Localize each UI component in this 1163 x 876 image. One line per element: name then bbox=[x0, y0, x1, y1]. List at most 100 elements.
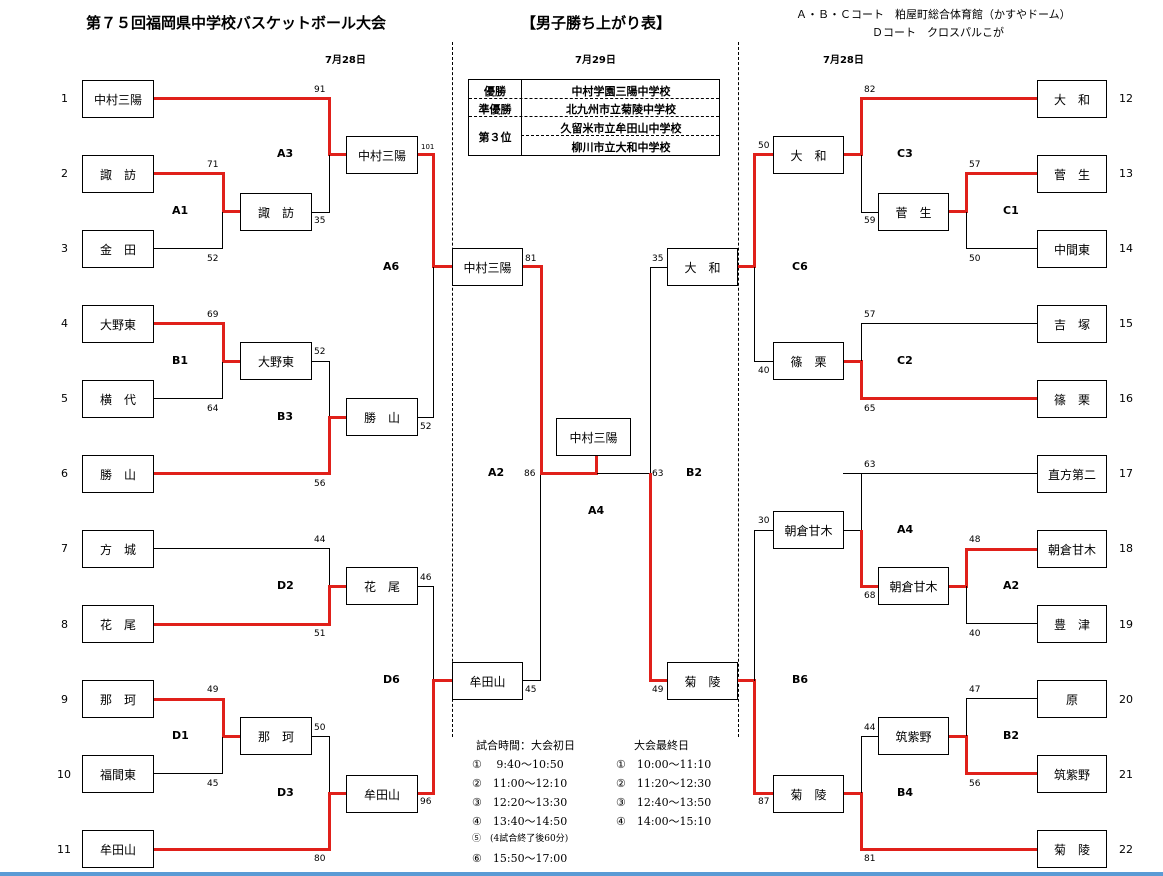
score: 35 bbox=[652, 254, 664, 264]
match-label-c2: C2 bbox=[897, 354, 913, 367]
result-label-third: 第３位 bbox=[478, 131, 512, 144]
score: 49 bbox=[652, 685, 664, 695]
date-right: 7月28日 bbox=[823, 55, 864, 66]
team-box-left[interactable]: 方 城 bbox=[82, 530, 154, 568]
score: 91 bbox=[314, 85, 326, 95]
seed-number: 1 bbox=[61, 92, 68, 105]
seed-number: 9 bbox=[61, 693, 68, 706]
team-box-right[interactable]: 吉 塚 bbox=[1037, 305, 1107, 343]
team-box-right[interactable]: 菊 陵 bbox=[1037, 830, 1107, 868]
team-box-right[interactable]: 原 bbox=[1037, 680, 1107, 718]
score: 40 bbox=[758, 366, 770, 376]
seed-number: 21 bbox=[1119, 768, 1133, 781]
team-box-left[interactable]: 金 田 bbox=[82, 230, 154, 268]
score: 44 bbox=[864, 723, 876, 733]
winner-box-a4-right[interactable]: 朝倉甘木 bbox=[773, 511, 844, 549]
match-label-c3: C3 bbox=[897, 147, 913, 160]
match-label-d1: D1 bbox=[172, 729, 189, 742]
schedule-day1-item: ① 9:40〜10:50 bbox=[472, 758, 564, 771]
seed-number: 8 bbox=[61, 618, 68, 631]
winner-box-a6[interactable]: 中村三陽 bbox=[452, 248, 523, 286]
schedule-final-item: ② 11:20〜12:30 bbox=[616, 777, 712, 790]
seed-number: 10 bbox=[57, 768, 71, 781]
results-table: 優勝中村学園三陽中学校 準優勝北九州市立菊陵中学校 第３位 久留米市立牟田山中学… bbox=[468, 79, 720, 156]
score: 44 bbox=[314, 535, 326, 545]
seed-number: 7 bbox=[61, 542, 68, 555]
schedule-day1-item: ④ 13:40〜14:50 bbox=[472, 815, 568, 828]
seed-number: 12 bbox=[1119, 92, 1133, 105]
venue-d: Ｄコート クロスパルこが bbox=[872, 26, 1004, 39]
window-bottom-edge bbox=[0, 872, 1163, 876]
match-label-d2: D2 bbox=[277, 579, 294, 592]
winner-box-b3[interactable]: 勝 山 bbox=[346, 398, 418, 436]
schedule-day1-item: ⑤ (4試合終了後60分) bbox=[472, 834, 569, 844]
winner-box-b2-right[interactable]: 筑紫野 bbox=[878, 717, 949, 755]
team-box-right[interactable]: 篠 栗 bbox=[1037, 380, 1107, 418]
match-label-c1: C1 bbox=[1003, 204, 1019, 217]
result-label-champion: 優勝 bbox=[484, 85, 506, 98]
team-box-right[interactable]: 筑紫野 bbox=[1037, 755, 1107, 793]
date-center: 7月29日 bbox=[575, 55, 616, 66]
team-box-right[interactable]: 朝倉甘木 bbox=[1037, 530, 1107, 568]
team-box-left[interactable]: 勝 山 bbox=[82, 455, 154, 493]
team-box-left[interactable]: 大野東 bbox=[82, 305, 154, 343]
winner-box-d2[interactable]: 花 尾 bbox=[346, 567, 418, 605]
match-label-a6: A6 bbox=[383, 260, 400, 273]
team-box-left[interactable]: 横 代 bbox=[82, 380, 154, 418]
team-box-left[interactable]: 那 珂 bbox=[82, 680, 154, 718]
winner-box-a3[interactable]: 中村三陽 bbox=[346, 136, 418, 174]
winner-box-b4[interactable]: 菊 陵 bbox=[773, 775, 844, 813]
winner-box-c3[interactable]: 大 和 bbox=[773, 136, 844, 174]
winner-box-d6[interactable]: 牟田山 bbox=[452, 662, 523, 700]
team-box-left[interactable]: 中村三陽 bbox=[82, 80, 154, 118]
score: 57 bbox=[969, 160, 981, 170]
champion-box[interactable]: 中村三陽 bbox=[556, 418, 631, 456]
winner-box-d1[interactable]: 那 珂 bbox=[240, 717, 312, 755]
result-runnerup: 北九州市立菊陵中学校 bbox=[566, 103, 676, 116]
score: 50 bbox=[314, 723, 326, 733]
score: 40 bbox=[969, 629, 981, 639]
winner-box-c2[interactable]: 篠 栗 bbox=[773, 342, 844, 380]
score: 47 bbox=[969, 685, 981, 695]
venue-abc: Ａ・Ｂ・Ｃコート 粕屋町総合体育館（かすやドーム） bbox=[796, 8, 1071, 21]
score: 45 bbox=[525, 685, 537, 695]
schedule-day1-item: ② 11:00〜12:10 bbox=[472, 777, 568, 790]
team-box-right[interactable]: 豊 津 bbox=[1037, 605, 1107, 643]
winner-box-c6[interactable]: 大 和 bbox=[667, 248, 738, 286]
score: 64 bbox=[207, 404, 219, 414]
winner-box-b1[interactable]: 大野東 bbox=[240, 342, 312, 380]
winner-box-a2-right[interactable]: 朝倉甘木 bbox=[878, 567, 949, 605]
score: 68 bbox=[864, 591, 876, 601]
team-box-right[interactable]: 大 和 bbox=[1037, 80, 1107, 118]
score: 86 bbox=[524, 469, 536, 479]
team-box-right[interactable]: 中間東 bbox=[1037, 230, 1107, 268]
team-box-left[interactable]: 牟田山 bbox=[82, 830, 154, 868]
seed-number: 19 bbox=[1119, 618, 1133, 631]
winner-box-a1[interactable]: 諏 訪 bbox=[240, 193, 312, 231]
winner-box-d3[interactable]: 牟田山 bbox=[346, 775, 418, 813]
seed-number: 2 bbox=[61, 167, 68, 180]
team-box-right[interactable]: 直方第二 bbox=[1037, 455, 1107, 493]
seed-number: 18 bbox=[1119, 542, 1133, 555]
match-label-a4: A4 bbox=[588, 504, 605, 517]
score: 35 bbox=[314, 216, 326, 226]
team-box-right[interactable]: 菅 生 bbox=[1037, 155, 1107, 193]
score: 52 bbox=[420, 422, 432, 432]
team-box-left[interactable]: 福間東 bbox=[82, 755, 154, 793]
score: 57 bbox=[864, 310, 876, 320]
score: 52 bbox=[207, 254, 219, 264]
team-box-left[interactable]: 花 尾 bbox=[82, 605, 154, 643]
match-label-b2-right: B2 bbox=[1003, 729, 1020, 742]
winner-box-b6[interactable]: 菊 陵 bbox=[667, 662, 738, 700]
winner-box-c1[interactable]: 菅 生 bbox=[878, 193, 949, 231]
match-label-a1: A1 bbox=[172, 204, 189, 217]
team-box-left[interactable]: 諏 訪 bbox=[82, 155, 154, 193]
tournament-title: 第７５回福岡県中学校バスケットボール大会 bbox=[86, 14, 387, 32]
score: 65 bbox=[864, 404, 876, 414]
result-third-2: 柳川市立大和中学校 bbox=[571, 141, 671, 154]
match-label-c6: C6 bbox=[792, 260, 808, 273]
result-third-1: 久留米市立牟田山中学校 bbox=[560, 122, 682, 135]
seed-number: 11 bbox=[57, 843, 71, 856]
match-label-d6: D6 bbox=[383, 673, 400, 686]
score: 59 bbox=[864, 216, 876, 226]
